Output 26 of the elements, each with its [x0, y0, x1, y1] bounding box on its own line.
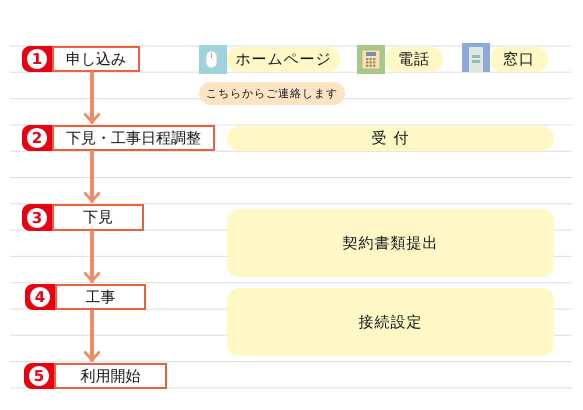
step-label: 下見・工事日程調整 — [52, 125, 215, 151]
text-pill: ホームページ — [227, 47, 340, 72]
step-number: 3 — [27, 208, 47, 228]
text-pill: 接続設定 — [227, 288, 554, 356]
step-box — [24, 363, 167, 389]
step-box — [22, 125, 215, 151]
text-pill: 電話 — [385, 47, 443, 72]
step-number: 4 — [30, 287, 50, 307]
step-number: 2 — [27, 128, 47, 148]
step-label: 申し込み — [52, 46, 140, 72]
step-box — [25, 284, 146, 310]
step-number: 5 — [29, 366, 49, 386]
arrow — [84, 230, 100, 283]
text-pill: 窓口 — [490, 47, 548, 72]
note-pill: こちらからご連絡します — [199, 82, 345, 105]
text-pill: 受 付 — [227, 126, 554, 151]
text-pill: 契約書類提出 — [227, 209, 554, 277]
arrow — [84, 309, 100, 362]
step-label: 工事 — [55, 284, 146, 310]
step-label: 利用開始 — [54, 363, 167, 389]
arrow — [84, 150, 100, 203]
step-box — [22, 46, 140, 72]
step-box — [22, 204, 144, 231]
step-label: 下見 — [52, 204, 144, 231]
step-number: 1 — [27, 49, 47, 69]
arrow — [84, 71, 100, 124]
